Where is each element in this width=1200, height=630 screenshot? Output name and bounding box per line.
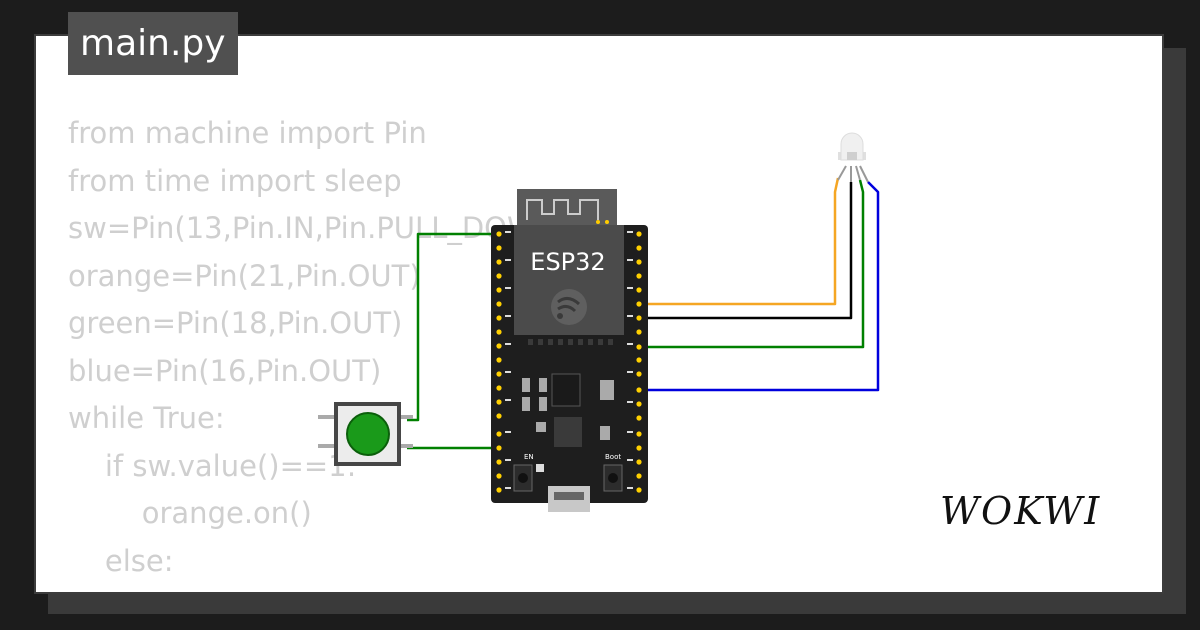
- board-label: ESP32: [530, 248, 605, 276]
- logo-text: WOKWI: [940, 489, 1101, 533]
- wire-green-button-top: [407, 232, 496, 422]
- code-line: from machine import Pin: [68, 116, 427, 150]
- code-line: orange.on(): [68, 496, 312, 530]
- code-line: orange.off(): [68, 585, 569, 592]
- wire-orange: [639, 177, 840, 306]
- wire-black: [639, 182, 853, 320]
- boot-label: Boot: [605, 453, 621, 461]
- code-line: if sw.value()==1:: [68, 448, 357, 483]
- left-header-pins: [496, 231, 502, 493]
- wokwi-logo: WOKWI: [940, 489, 1101, 533]
- code-line: else:: [68, 543, 174, 578]
- code-line: blue=Pin(16,Pin.OUT): [68, 353, 382, 388]
- code-line: green=Pin(18,Pin.OUT): [68, 306, 403, 340]
- circuit-diagram: ESP32: [318, 132, 880, 512]
- right-header-pins: [636, 231, 642, 493]
- code-line: from time import sleep: [68, 163, 402, 198]
- espressif-logo-icon: [551, 289, 587, 325]
- en-label: EN: [524, 453, 534, 461]
- esp32-board: ESP32: [491, 225, 648, 512]
- preview-card: from machine import Pin from time import …: [34, 34, 1164, 594]
- code-line: sw=Pin(13,Pin.IN,Pin.PULL_DOWN): [68, 211, 569, 245]
- rgb-led-icon: [837, 132, 869, 183]
- code-line: while True:: [68, 401, 225, 435]
- wire-green-button-bottom: [407, 433, 501, 450]
- wire-green-led: [639, 179, 865, 349]
- code-line: orange=Pin(21,Pin.OUT): [68, 258, 421, 293]
- wire-blue: [639, 181, 880, 392]
- push-button-icon[interactable]: [318, 402, 413, 466]
- code-listing: from machine import Pin from time import …: [68, 110, 569, 592]
- file-tab[interactable]: main.py: [68, 12, 238, 75]
